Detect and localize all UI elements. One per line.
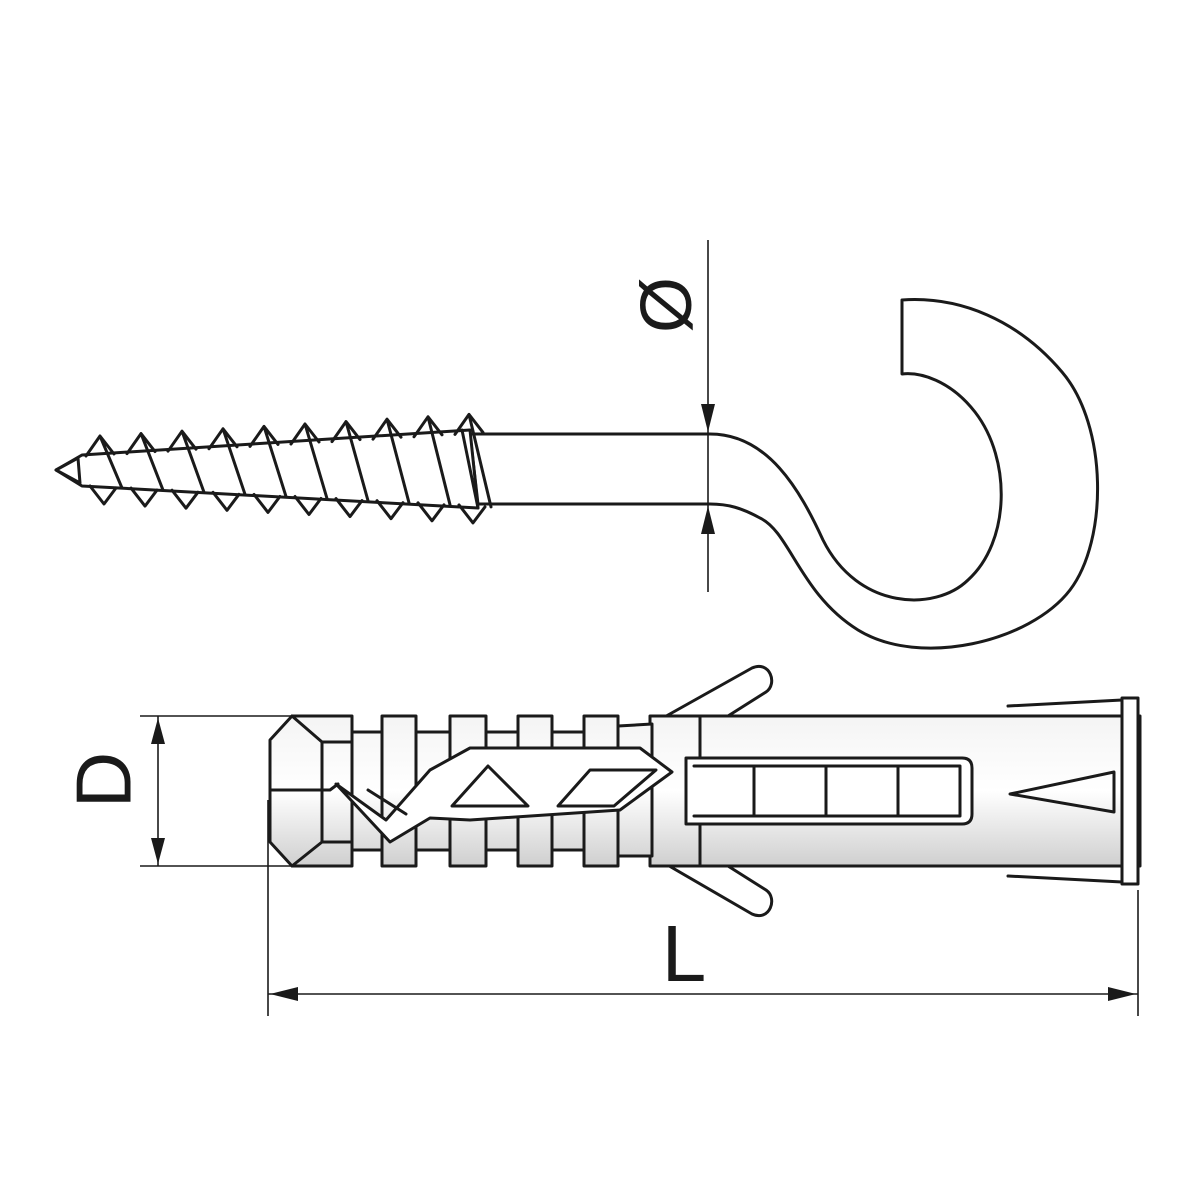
thread-tooth	[84, 434, 124, 506]
plug-length-dimension: L	[267, 800, 1139, 1016]
plug-diameter-dimension: D	[60, 715, 300, 867]
thread-tooth	[330, 420, 370, 519]
thread-tooth	[371, 417, 411, 521]
dimension-L: L	[662, 909, 707, 998]
arrow-down	[701, 404, 715, 432]
thread-tooth	[289, 422, 329, 516]
dimension-D: D	[60, 752, 148, 808]
diameter-symbol: Ø	[627, 277, 707, 333]
wall-plug	[268, 664, 1142, 918]
diameter-dimension: Ø	[627, 240, 715, 592]
thread-tooth	[248, 424, 288, 514]
arrow-up	[701, 506, 715, 534]
thread-tooth	[453, 412, 493, 525]
plug-window	[684, 756, 974, 826]
thread-tooth	[412, 415, 452, 523]
thread-tooth	[166, 429, 206, 510]
screw-thread	[54, 412, 493, 525]
plug-collar	[1120, 696, 1140, 886]
thread-tooth	[125, 432, 165, 508]
thread-tooth	[207, 427, 247, 512]
hook-body	[468, 298, 1099, 650]
screw-hook	[54, 298, 1099, 650]
